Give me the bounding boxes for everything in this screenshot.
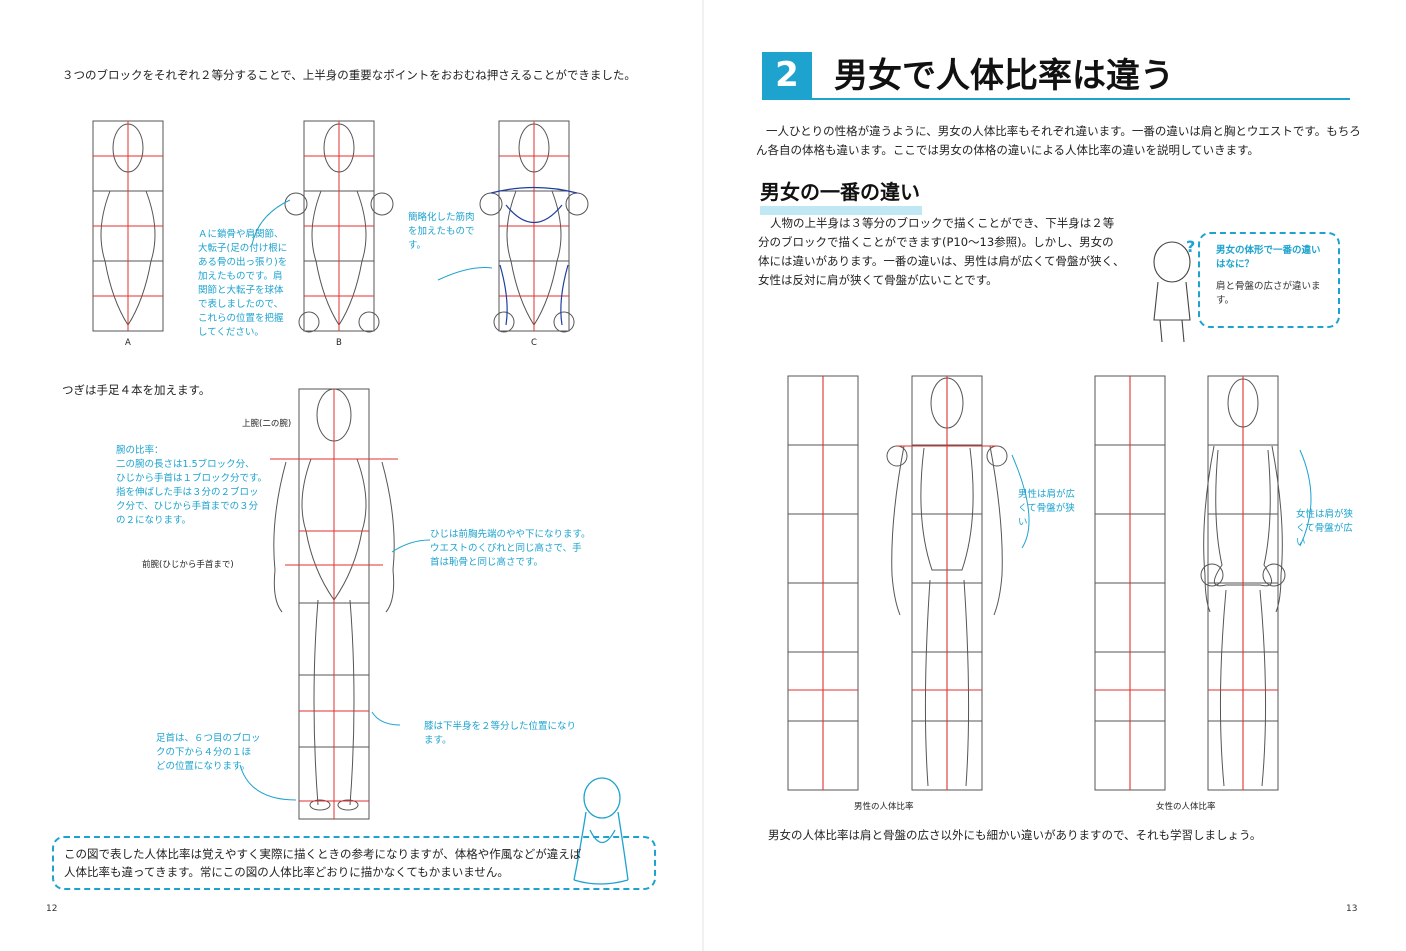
svg-text:?: ?	[1186, 237, 1195, 256]
section-number-badge: 2	[762, 52, 812, 98]
caption-b: B	[336, 338, 342, 348]
note-arm-ratio: 腕の比率： 二の腕の長さは1.5ブロック分、 ひじから手首は１ブロック分です。 …	[116, 445, 268, 526]
closing-text: 男女の人体比率は肩と骨盤の広さ以外にも細かい違いがありますので、それも学習しまし…	[768, 828, 1262, 842]
note-a: Ａに鎖骨や肩関節、 大転子(足の付け根に ある骨の出っ張り)を 加えたものです。…	[198, 229, 288, 338]
section-subtitle: 男女の一番の違い	[760, 180, 920, 204]
body-line-1: 人物の上半身は３等分のブロックで描くことができ、下半身は２等	[770, 216, 1115, 230]
note-female: 女性は肩が狭 くて骨盤が広 い	[1296, 509, 1354, 548]
note-ankle: 足首は、６つ目のブロッ クの下から４分の１ほ どの位置になります。	[156, 733, 261, 772]
limbs-intro: つぎは手足４本を加えます。	[62, 383, 211, 397]
caption-a: A	[125, 338, 131, 348]
page-number-right: 13	[1346, 904, 1358, 914]
caption-female: 女性の人体比率	[1156, 802, 1216, 812]
label-forearm: 前腕(ひじから手首まで)	[142, 560, 234, 570]
right-intro-line1: 一人ひとりの性格が違うように、男女の人体比率もそれぞれ違います。一番の違いは肩と…	[766, 124, 1361, 138]
caption-c: C	[531, 338, 537, 348]
subtitle-highlight	[760, 206, 922, 215]
qa-box	[1198, 232, 1340, 328]
body-line-2: 分のブロックで描くことができます(P10～13参照)。しかし、男女の	[758, 235, 1114, 249]
qa-question: 男女の体形で一番の違い はなに？	[1216, 245, 1321, 270]
title-rule	[762, 98, 1350, 100]
caption-male: 男性の人体比率	[854, 802, 914, 812]
label-upper-arm: 上腕(二の腕)	[242, 419, 292, 429]
page-title: 男女で人体比率は違う	[834, 56, 1174, 96]
note-elbow: ひじは前胸先端のやや下になります。 ウエストのくびれと同じ高さで、手 首は恥骨と…	[430, 529, 591, 568]
qa-answer: 肩と骨盤の広さが違いま す。	[1216, 281, 1321, 306]
right-intro-line2: ん各自の体格も違います。ここでは男女の体格の違いによる人体比率の違いを説明してい…	[756, 143, 1260, 157]
tip-box	[52, 836, 656, 890]
note-male: 男性は肩が広 くて骨盤が狭 い	[1018, 489, 1076, 528]
left-intro-text: ３つのブロックをそれぞれ２等分することで、上半身の重要なポイントをおおむね押さえ…	[62, 68, 636, 82]
page-gutter	[702, 0, 704, 951]
note-c: 簡略化した筋肉 を加えたもので す。	[408, 212, 475, 251]
body-line-3: 体には違いがあります。一番の違いは、男性は肩が広くて骨盤が狭く、	[758, 254, 1125, 268]
tip-text-line2: 人体比率も違ってきます。常にこの図の人体比率どおりに描かなくてもかまいません。	[64, 865, 509, 879]
figure-abc-sketches	[92, 120, 629, 885]
note-knee: 膝は下半身を２等分した位置になり ます。	[424, 721, 577, 746]
page-number-left: 12	[46, 904, 58, 914]
tip-text-line1: この図で表した人体比率は覚えやすく実際に描くときの参考になりますが、体格や作風な…	[64, 847, 582, 861]
body-line-4: 女性は反対に肩が狭くて骨盤が広いことです。	[758, 273, 998, 287]
